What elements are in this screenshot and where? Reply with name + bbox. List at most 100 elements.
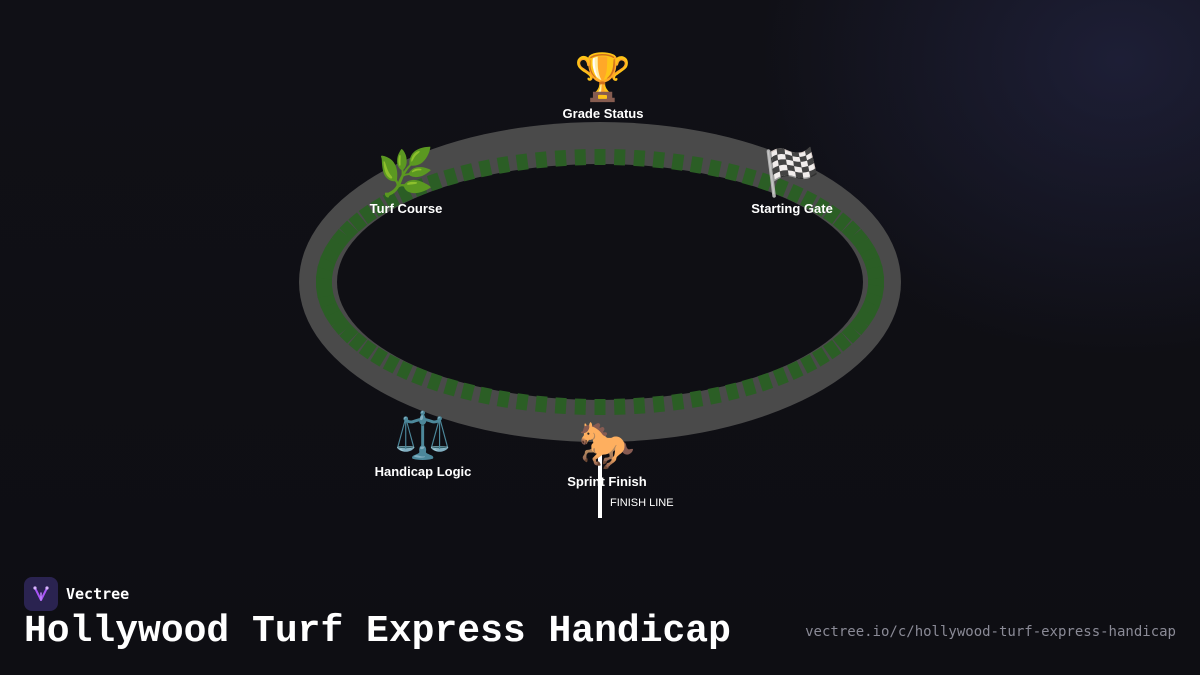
turf-rail-segment: [315, 284, 334, 298]
turf-rail-segment: [411, 178, 428, 197]
turf-rail-segment: [786, 360, 804, 380]
turf-rail-segment: [515, 153, 529, 171]
turf-rail-segment: [325, 237, 345, 256]
turf-rail-segment: [443, 377, 459, 397]
turf-rail-segment: [866, 266, 885, 280]
racehorse-icon: 🐎: [578, 418, 636, 472]
turf-rail-segment: [358, 204, 377, 225]
node-label: Handicap Logic: [374, 464, 472, 479]
turf-rail-segment: [741, 377, 757, 397]
turf-rail-segment: [382, 354, 400, 374]
herb-icon: 🌿: [377, 145, 435, 199]
finish-line-label: FINISH LINE: [610, 497, 674, 509]
turf-rail-segment: [800, 190, 818, 210]
vectree-logo-icon: [24, 577, 58, 611]
turf-rail-segment: [772, 367, 789, 386]
turf-rail-segment: [396, 184, 414, 204]
turf-rail-segment: [832, 332, 852, 352]
turf-rail-segment: [443, 167, 459, 187]
turf-rail-segment: [633, 149, 646, 167]
finish-line-post: [598, 452, 602, 518]
turf-rail-segment: [689, 390, 704, 408]
turf-rail-segment: [812, 197, 830, 217]
turf-rail-segment: [496, 390, 511, 408]
turf-rail-segment: [757, 372, 774, 392]
trophy-icon: 🏆: [574, 50, 632, 104]
turf-rail-segment: [554, 149, 567, 167]
node-label: Grade Status: [562, 106, 644, 121]
turf-rail-segment: [689, 156, 704, 174]
turf-rail-segment: [823, 204, 842, 225]
turf-rail-segment: [348, 332, 368, 352]
turf-rail-segment: [707, 159, 722, 178]
turf-rail-segment: [316, 276, 332, 288]
turf-rail-segment: [707, 386, 722, 405]
turf-rail-segment: [772, 178, 789, 197]
turf-rail-segment: [478, 386, 493, 405]
turf-rail-segment: [812, 347, 830, 367]
turf-rail-segment: [848, 316, 869, 336]
node-label: Turf Course: [369, 201, 443, 216]
turf-rail-segment: [478, 159, 493, 178]
turf-rail-segment: [382, 190, 400, 210]
turf-rail-segment: [594, 399, 606, 415]
page-title: Hollywood Turf Express Handicap: [24, 610, 731, 653]
turf-rail-segment: [671, 393, 685, 411]
node-handicap-logic: ⚖️ Handicap Logic: [343, 408, 503, 479]
turf-rail-segment: [348, 212, 368, 232]
turf-rail-segment: [613, 149, 626, 166]
turf-rail-segment: [358, 339, 377, 360]
turf-rail-segment: [460, 163, 475, 182]
turf-rail-segment: [633, 397, 646, 415]
turf-rail-segment: [320, 300, 340, 318]
turf-rail-segment: [574, 398, 587, 415]
node-starting-gate: 🏁 Starting Gate: [712, 145, 872, 216]
turf-rail-segment: [786, 184, 804, 204]
turf-rail-segment: [800, 354, 818, 374]
turf-rail-segment: [426, 172, 443, 192]
turf-rail-segment: [757, 172, 774, 192]
turf-rail-segment: [823, 339, 842, 360]
node-label: Sprint Finish: [567, 474, 647, 489]
turf-rail-segment: [535, 151, 548, 169]
turf-rail-segment: [725, 382, 740, 401]
turf-rail-segment: [411, 367, 428, 386]
turf-rail-segment: [841, 220, 861, 240]
turf-rail-segment: [496, 156, 511, 174]
turf-rail-segment: [515, 393, 529, 411]
turf-rail-segment: [574, 149, 587, 166]
turf-rail-segment: [725, 163, 740, 182]
track-infield: [337, 164, 863, 400]
turf-rail-segment: [320, 246, 340, 264]
balance-scale-icon: ⚖️: [394, 408, 452, 462]
node-grade-status: 🏆 Grade Status: [523, 50, 683, 121]
brand[interactable]: Vectree: [24, 577, 129, 611]
turf-rail-segment: [741, 167, 757, 187]
turf-rail-segment: [652, 395, 665, 413]
turf-rail-segment: [535, 395, 548, 413]
turf-rail-segment: [460, 382, 475, 401]
turf-rail-segment: [339, 220, 359, 240]
turf-rail-segment: [613, 398, 626, 415]
turf-rail-segment: [860, 300, 880, 318]
turf-rail-segment: [832, 212, 852, 232]
turf-rail-segment: [426, 372, 443, 392]
turf-rail-segment: [671, 153, 685, 171]
turf-rail-segment: [868, 276, 884, 288]
node-sprint-finish: 🐎 Sprint Finish: [527, 418, 687, 489]
turf-rail-segment: [325, 308, 345, 327]
turf-rail-segment: [860, 246, 880, 264]
turf-rail-segment: [339, 324, 359, 344]
turf-rail: [315, 149, 885, 415]
brand-name: Vectree: [66, 585, 130, 603]
checkered-flag-icon: 🏁: [763, 145, 821, 199]
turf-rail-segment: [396, 360, 414, 380]
turf-rail-segment: [594, 149, 606, 165]
node-turf-course: 🌿 Turf Course: [326, 145, 486, 216]
page-url[interactable]: vectree.io/c/hollywood-turf-express-hand…: [805, 624, 1176, 640]
node-label: Starting Gate: [751, 201, 833, 216]
turf-rail-segment: [855, 308, 875, 327]
turf-rail-segment: [331, 228, 352, 248]
turf-rail-segment: [370, 347, 388, 367]
